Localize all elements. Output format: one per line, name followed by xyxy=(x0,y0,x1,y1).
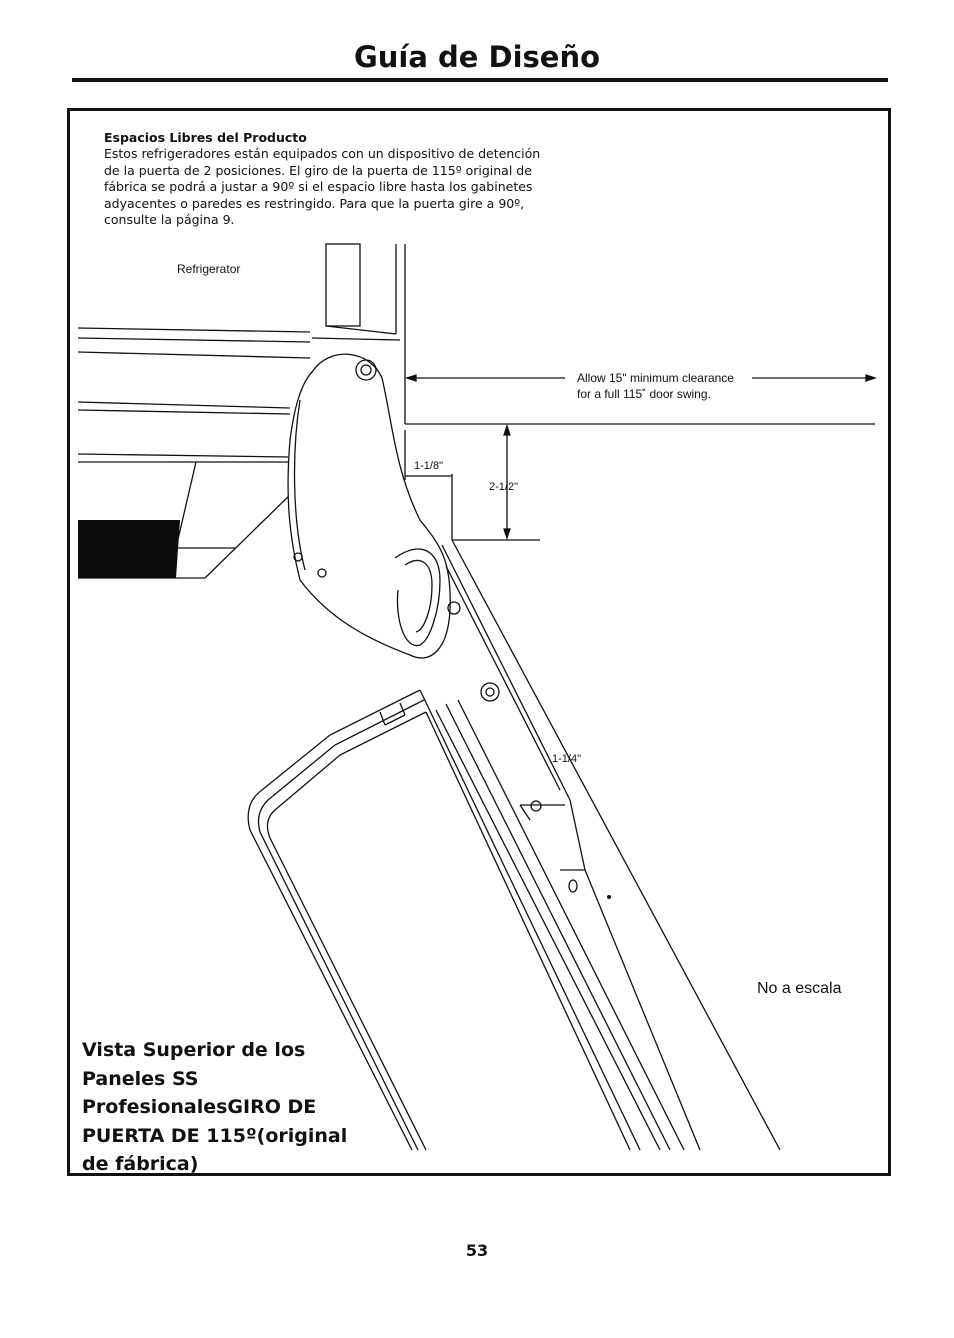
refrigerator-label: Refrigerator xyxy=(177,262,240,276)
note-body: Estos refrigeradores están equipados con… xyxy=(104,146,541,228)
clearance-note: Espacios Libres del Producto Estos refri… xyxy=(104,130,544,228)
diagram-frame xyxy=(67,108,891,1176)
title-rule xyxy=(72,78,888,82)
clearance-label-line2: for a full 115˚ door swing. xyxy=(577,387,711,401)
dimension-2-1-2: 2-1/2" xyxy=(489,481,518,493)
page-title: Guía de Diseño xyxy=(353,40,601,74)
clearance-label-line1: Allow 15" minimum clearance xyxy=(577,371,734,385)
cabinet-filler-block xyxy=(78,520,180,578)
note-heading: Espacios Libres del Producto xyxy=(104,130,307,145)
page-number: 53 xyxy=(465,1241,489,1260)
dimension-1-1-8: 1-1/8" xyxy=(414,460,443,472)
dimension-1-1-4: 1-1/4" xyxy=(552,753,581,765)
scale-note: No a escala xyxy=(757,980,842,997)
diagram-caption: Vista Superior de los Paneles SS Profesi… xyxy=(82,1039,348,1175)
